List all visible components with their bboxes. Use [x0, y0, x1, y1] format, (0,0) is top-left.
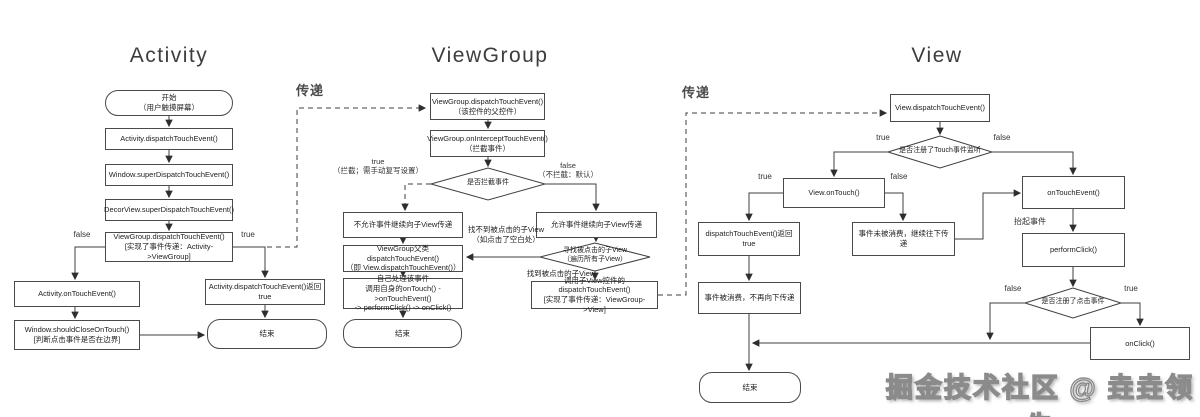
node-event-consumed: 事件被消费，不再向下传递: [698, 282, 801, 314]
node-viewgroup-super-dispatch: ViewGroup父类dispatchTouchEvent() （即 View.…: [343, 244, 463, 272]
column-title-view: View: [911, 44, 963, 67]
column-title-activity: Activity: [129, 44, 209, 67]
node-end-activity: 结束: [207, 319, 327, 349]
label-intercept-false: false （不拦截：默认）: [538, 161, 598, 180]
label-activity-false: false: [73, 230, 91, 239]
node-viewgroup-dispatch-from-activity: ViewGroup.dispatchTouchEvent() [实现了事件传递：…: [105, 232, 233, 262]
node-start: 开始 （用户触摸屏幕）: [105, 90, 233, 116]
node-perform-click: performClick(): [1022, 233, 1125, 267]
label-up-event: 抬起事件: [1014, 217, 1046, 226]
node-activity-on-touch-event: Activity.onTouchEvent(): [14, 281, 140, 307]
label-click-listener-true: true: [1124, 284, 1138, 293]
watermark-text: 掘金技术社区 @ 垚垚领先: [885, 372, 1195, 417]
label-pass-viewgroup-to-view: 传递: [681, 85, 710, 100]
decision-touch-listener-registered: 是否注册了Touch事件监听: [899, 147, 981, 154]
node-dispatch-return-true: dispatchTouchEvent()返回true: [698, 222, 800, 256]
label-pass-activity-to-viewgroup: 传递: [295, 83, 324, 98]
node-child-dispatch-touch-event: 调用子View控件的dispatchTouchEvent() [实现了事件传递：…: [531, 276, 658, 314]
label-touch-listener-true: true: [876, 133, 890, 142]
label-touch-listener-false: false: [993, 133, 1011, 142]
label-on-touch-true: true: [758, 172, 772, 181]
node-window-should-close-on-touch: Window.shouldCloseOnTouch() [判断点击事件是否在边界…: [14, 320, 140, 350]
decision-intercept-event: 是否拦截事件: [467, 179, 509, 186]
node-on-touch-event: onTouchEvent(): [1022, 176, 1125, 209]
node-deny-pass-to-child: 不允许事件继续向子View传递: [343, 212, 463, 238]
node-on-click: onClick(): [1090, 327, 1190, 360]
node-viewgroup-self-handle: 自己处理该事件 调用自身的onTouch() ->onTouchEvent() …: [343, 274, 463, 312]
node-decorview-super-dispatch: DecorView.superDispatchTouchEvent(): [104, 199, 234, 221]
node-view-dispatch-touch-event: View.dispatchTouchEvent(): [890, 94, 990, 122]
node-end-view: 结束: [699, 372, 801, 403]
column-title-viewgroup: ViewGroup: [431, 44, 549, 67]
label-on-touch-false: false: [890, 172, 908, 181]
node-allow-pass-to-child: 允许事件继续向子View传递: [536, 212, 657, 238]
node-activity-dispatch-return-true: Activity.dispatchTouchEvent()返回true: [205, 279, 325, 305]
node-viewgroup-on-intercept: ViewGroup.onInterceptTouchEvent() （拦截事件）: [427, 130, 548, 157]
node-viewgroup-dispatch-touch-event: ViewGroup.dispatchTouchEvent() （该控件的父控件）: [430, 93, 545, 120]
label-intercept-true: true （拦截；需手动复写设置）: [333, 157, 423, 176]
decision-click-listener-registered: 是否注册了点击事件: [1041, 298, 1105, 305]
label-activity-true: true: [241, 230, 255, 239]
label-child-found: 找到被点击的子View: [526, 269, 596, 278]
node-activity-dispatch-touch-event: Activity.dispatchTouchEvent(): [105, 128, 233, 150]
label-child-not-found: 找不到被点击的子View （如点击了空白处）: [467, 225, 545, 244]
node-window-super-dispatch: Window.superDispatchTouchEvent(): [105, 164, 233, 186]
node-event-not-consumed: 事件未被消费，继续往下传递: [852, 222, 955, 256]
decision-find-clicked-child: 寻找被点击的子View （遍历所有子View）: [562, 247, 628, 264]
label-click-listener-false: false: [1004, 284, 1022, 293]
node-view-on-touch: View.onTouch(): [783, 178, 885, 208]
node-end-viewgroup: 结束: [343, 319, 462, 348]
